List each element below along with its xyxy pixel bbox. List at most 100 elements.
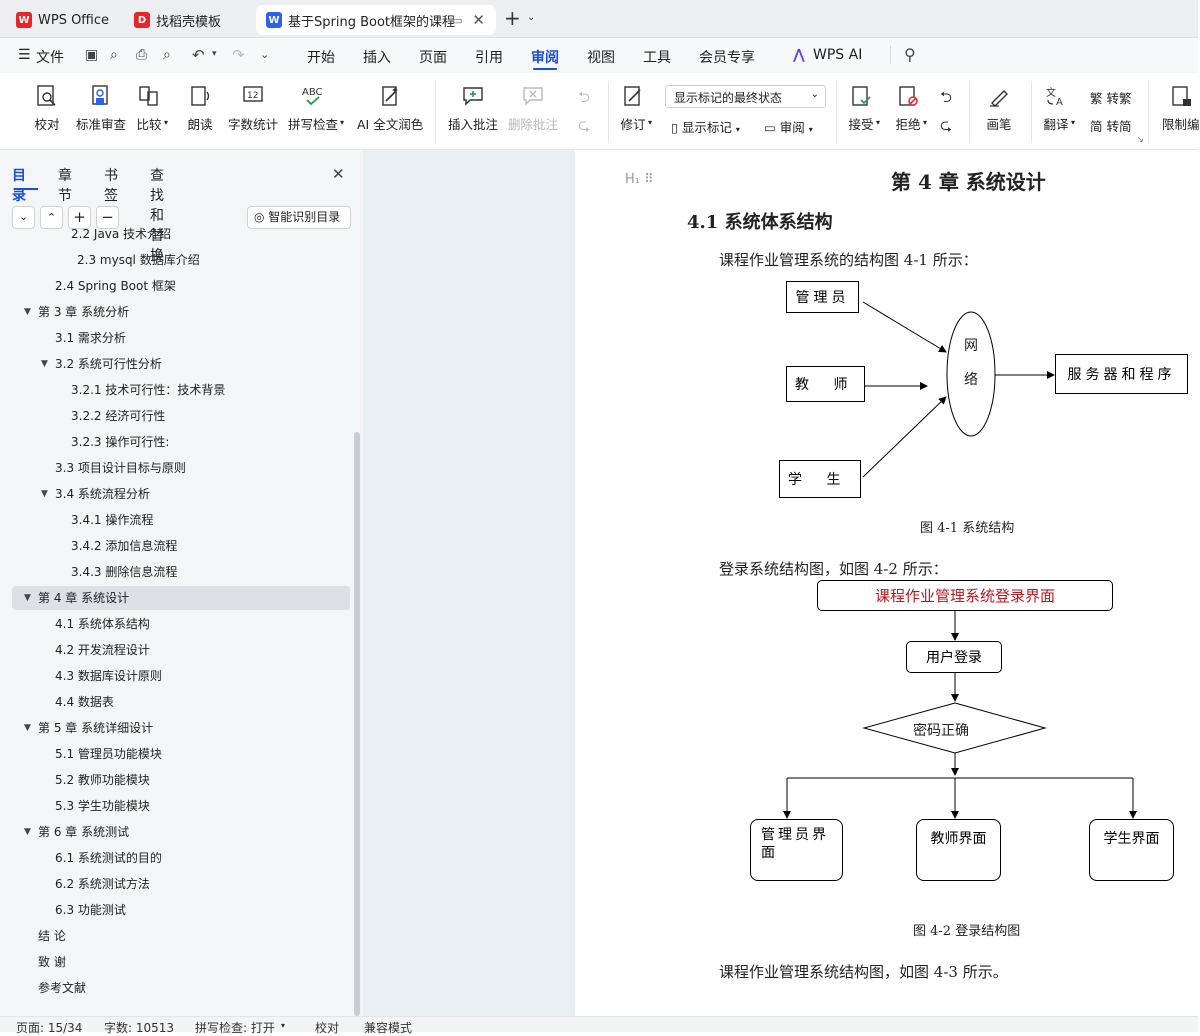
menu-references[interactable]: 引用 xyxy=(475,50,503,66)
heading-marker-icon[interactable]: H₁ ⠿ xyxy=(625,172,654,187)
monitor-icon[interactable]: ▭ xyxy=(452,13,463,27)
panel-scrollbar[interactable] xyxy=(354,432,360,1016)
read-aloud-button[interactable]: 朗读 xyxy=(187,83,213,133)
menu-home[interactable]: 开始 xyxy=(307,50,335,66)
tab-bookmarks[interactable]: 书签 xyxy=(104,168,118,204)
tab-docer-templates[interactable]: D 找稻壳模板 xyxy=(124,5,250,35)
tab-wps-office[interactable]: W WPS Office xyxy=(6,5,118,35)
toc-item[interactable]: 4.2 开发流程设计 xyxy=(55,643,150,657)
previous-change-icon[interactable]: ⮌ xyxy=(940,88,953,106)
menu-file[interactable]: 文件 xyxy=(36,50,64,66)
toc-item[interactable]: 3.4.2 添加信息流程 xyxy=(71,539,178,553)
close-icon[interactable]: ✕ xyxy=(472,11,485,29)
collapse-up-button[interactable]: ⌃ xyxy=(40,206,63,229)
smart-recognize-toc-button[interactable]: ◎ 智能识别目录 xyxy=(247,206,351,229)
menu-view[interactable]: 视图 xyxy=(587,50,615,66)
toc-item[interactable]: 2.3 mysql 数据库介绍 xyxy=(77,253,200,267)
to-simplified-button[interactable]: 简 转简 xyxy=(1090,116,1132,135)
toc-expand-caret-icon[interactable]: ▼ xyxy=(41,489,48,499)
close-icon[interactable]: ✕ xyxy=(332,165,345,183)
toc-item[interactable]: 4.3 数据库设计原则 xyxy=(55,669,162,683)
spell-check-status[interactable]: 拼写检查: 打开 xyxy=(195,1021,275,1035)
menu-member[interactable]: 会员专享 xyxy=(699,50,755,66)
undo-icon[interactable]: ↶ xyxy=(192,46,205,64)
add-heading-button[interactable]: + xyxy=(68,206,91,229)
toc-item[interactable]: 致 谢 xyxy=(38,955,66,969)
toc-item[interactable]: 3.2.2 经济可行性 xyxy=(71,409,166,423)
chevron-down-icon[interactable]: ⌄ xyxy=(527,12,536,23)
toc-item[interactable]: 第 4 章 系统设计 xyxy=(38,591,130,605)
delete-comment-button[interactable]: 删除批注 xyxy=(508,83,558,133)
ai-polish-button[interactable]: AI 全文润色 xyxy=(357,83,423,133)
toc-expand-caret-icon[interactable]: ▼ xyxy=(24,593,31,603)
tab-chapters[interactable]: 章节 xyxy=(58,168,72,204)
toc-item[interactable]: 第 3 章 系统分析 xyxy=(38,305,130,319)
insert-comment-button[interactable]: 插入批注 xyxy=(448,83,498,133)
toc-expand-caret-icon[interactable]: ▼ xyxy=(24,307,31,317)
show-markup-button[interactable]: ▯ 显示标记 ▾ xyxy=(671,117,740,136)
undo-dropdown-icon[interactable]: ▾ xyxy=(212,49,217,59)
new-tab-icon[interactable]: + xyxy=(504,6,521,30)
toc-item[interactable]: 4.4 数据表 xyxy=(55,695,114,709)
menu-page[interactable]: 页面 xyxy=(419,50,447,66)
toc-item[interactable]: 2.4 Spring Boot 框架 xyxy=(55,279,176,293)
proofread-button[interactable]: 校对 xyxy=(34,83,60,133)
toc-item[interactable]: 2.2 Java 技术介绍 xyxy=(71,227,172,241)
next-comment-icon[interactable]: ⮎ xyxy=(578,116,591,134)
previous-comment-icon[interactable]: ⮌ xyxy=(578,88,591,106)
toc-expand-caret-icon[interactable]: ▼ xyxy=(24,723,31,733)
toc-item[interactable]: 3.3 项目设计目标与原则 xyxy=(55,461,186,475)
toc-item[interactable]: 第 6 章 系统测试 xyxy=(38,825,130,839)
toc-expand-caret-icon[interactable]: ▼ xyxy=(24,827,31,837)
menu-wps-ai[interactable]: WPS AI xyxy=(813,47,863,63)
toc-item[interactable]: 参考文献 xyxy=(38,981,87,995)
dropdown-icon[interactable]: ▾ xyxy=(281,1021,286,1030)
tab-find-replace[interactable]: 查找和替换 xyxy=(150,168,164,264)
toc-item[interactable]: 3.4 系统流程分析 xyxy=(55,487,150,501)
toc-item[interactable]: 5.3 学生功能模块 xyxy=(55,799,150,813)
toc-item[interactable]: 结 论 xyxy=(38,929,66,943)
share-icon[interactable]: ⌕ xyxy=(110,47,118,63)
save-icon[interactable]: ▣ xyxy=(85,47,99,63)
restrict-editing-button[interactable]: 限制编 xyxy=(1162,83,1200,133)
dialog-launcher-icon[interactable]: ↘ xyxy=(1137,135,1144,144)
toc-item[interactable]: 5.1 管理员功能模块 xyxy=(55,747,162,761)
standard-review-button[interactable]: 标准审查 xyxy=(76,83,126,133)
tab-toc[interactable]: 目录 xyxy=(12,168,26,204)
menu-insert[interactable]: 插入 xyxy=(363,50,391,66)
pen-button[interactable]: 画笔 xyxy=(986,83,1012,133)
toc-item[interactable]: 5.2 教师功能模块 xyxy=(55,773,150,787)
toc-item[interactable]: 3.4.3 删除信息流程 xyxy=(71,565,178,579)
remove-heading-button[interactable]: − xyxy=(96,206,119,229)
menu-review[interactable]: 审阅 xyxy=(531,50,559,66)
toc-item[interactable]: 3.2 系统可行性分析 xyxy=(55,357,162,371)
toc-item[interactable]: 6.3 功能测试 xyxy=(55,903,126,917)
print-preview-icon[interactable]: ⌕ xyxy=(163,47,171,63)
compare-button[interactable]: 比较▾ xyxy=(136,83,168,133)
toc-item[interactable]: 6.2 系统测试方法 xyxy=(55,877,150,891)
to-traditional-button[interactable]: 繁 转繁 xyxy=(1090,88,1132,107)
toc-item[interactable]: 3.4.1 操作流程 xyxy=(71,513,154,527)
menu-tools[interactable]: 工具 xyxy=(643,50,671,66)
search-icon[interactable]: ⚲ xyxy=(904,45,916,64)
toc-item[interactable]: 6.1 系统测试的目的 xyxy=(55,851,162,865)
reject-button[interactable]: 拒绝▾ xyxy=(895,83,927,133)
accept-button[interactable]: 接受▾ xyxy=(848,83,880,133)
toc-item[interactable]: 3.1 需求分析 xyxy=(55,331,126,345)
toc-item[interactable]: 第 5 章 系统详细设计 xyxy=(38,721,154,735)
page-count[interactable]: 页面: 15/34 xyxy=(16,1021,83,1035)
word-count[interactable]: 字数: 10513 xyxy=(104,1021,175,1035)
tab-active-document[interactable]: W 基于Spring Boot框架的课程 ▭ ✕ xyxy=(256,5,496,35)
expand-down-button[interactable]: ⌄ xyxy=(12,206,35,229)
track-changes-button[interactable]: 修订▾ xyxy=(620,83,652,133)
print-icon[interactable]: ⎙ xyxy=(136,47,148,63)
toc-item[interactable]: 4.1 系统体系结构 xyxy=(55,617,150,631)
next-change-icon[interactable]: ⮎ xyxy=(940,116,953,134)
more-dropdown-icon[interactable]: ⌄ xyxy=(260,48,270,61)
toc-item[interactable]: 3.2.3 操作可行性: xyxy=(71,435,170,449)
hamburger-icon[interactable]: ☰ xyxy=(18,47,31,63)
toc-item[interactable]: 3.2.1 技术可行性：技术背景 xyxy=(71,383,226,397)
